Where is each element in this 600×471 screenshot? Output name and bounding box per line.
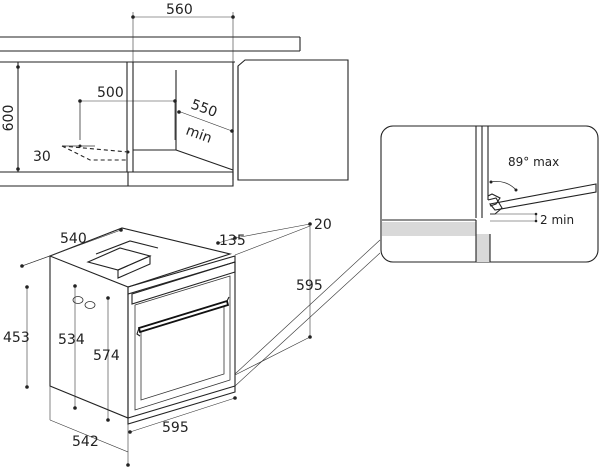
- oven-view: 540 135 20 595 453 534 574 595 542: [3, 217, 381, 467]
- dim-574-label: 574: [93, 348, 120, 364]
- dim-550-unit: min: [184, 123, 214, 147]
- dim-560-label: 560: [166, 2, 193, 18]
- dim-595-height-label: 595: [296, 278, 323, 294]
- dim-453-label: 453: [3, 330, 30, 346]
- dim-534-label: 534: [58, 332, 85, 348]
- dim-595-width-label: 595: [162, 420, 189, 436]
- dim-20-label: 20: [314, 217, 332, 233]
- dim-135-label: 135: [219, 233, 246, 249]
- niche-view: 560 600 500 550 min 30: [0, 2, 349, 187]
- dim-30-label: 30: [33, 149, 51, 165]
- dim-542-label: 542: [72, 434, 99, 450]
- dim-600-label: 600: [1, 105, 17, 132]
- door-detail-view: 89° max 2 min: [380, 125, 599, 263]
- gap-2min-label: 2 min: [540, 213, 574, 227]
- door-angle-label: 89° max: [508, 155, 559, 169]
- dim-550-label: 550: [189, 97, 220, 121]
- dim-500-label: 500: [97, 85, 124, 101]
- dim-540-label: 540: [60, 231, 87, 247]
